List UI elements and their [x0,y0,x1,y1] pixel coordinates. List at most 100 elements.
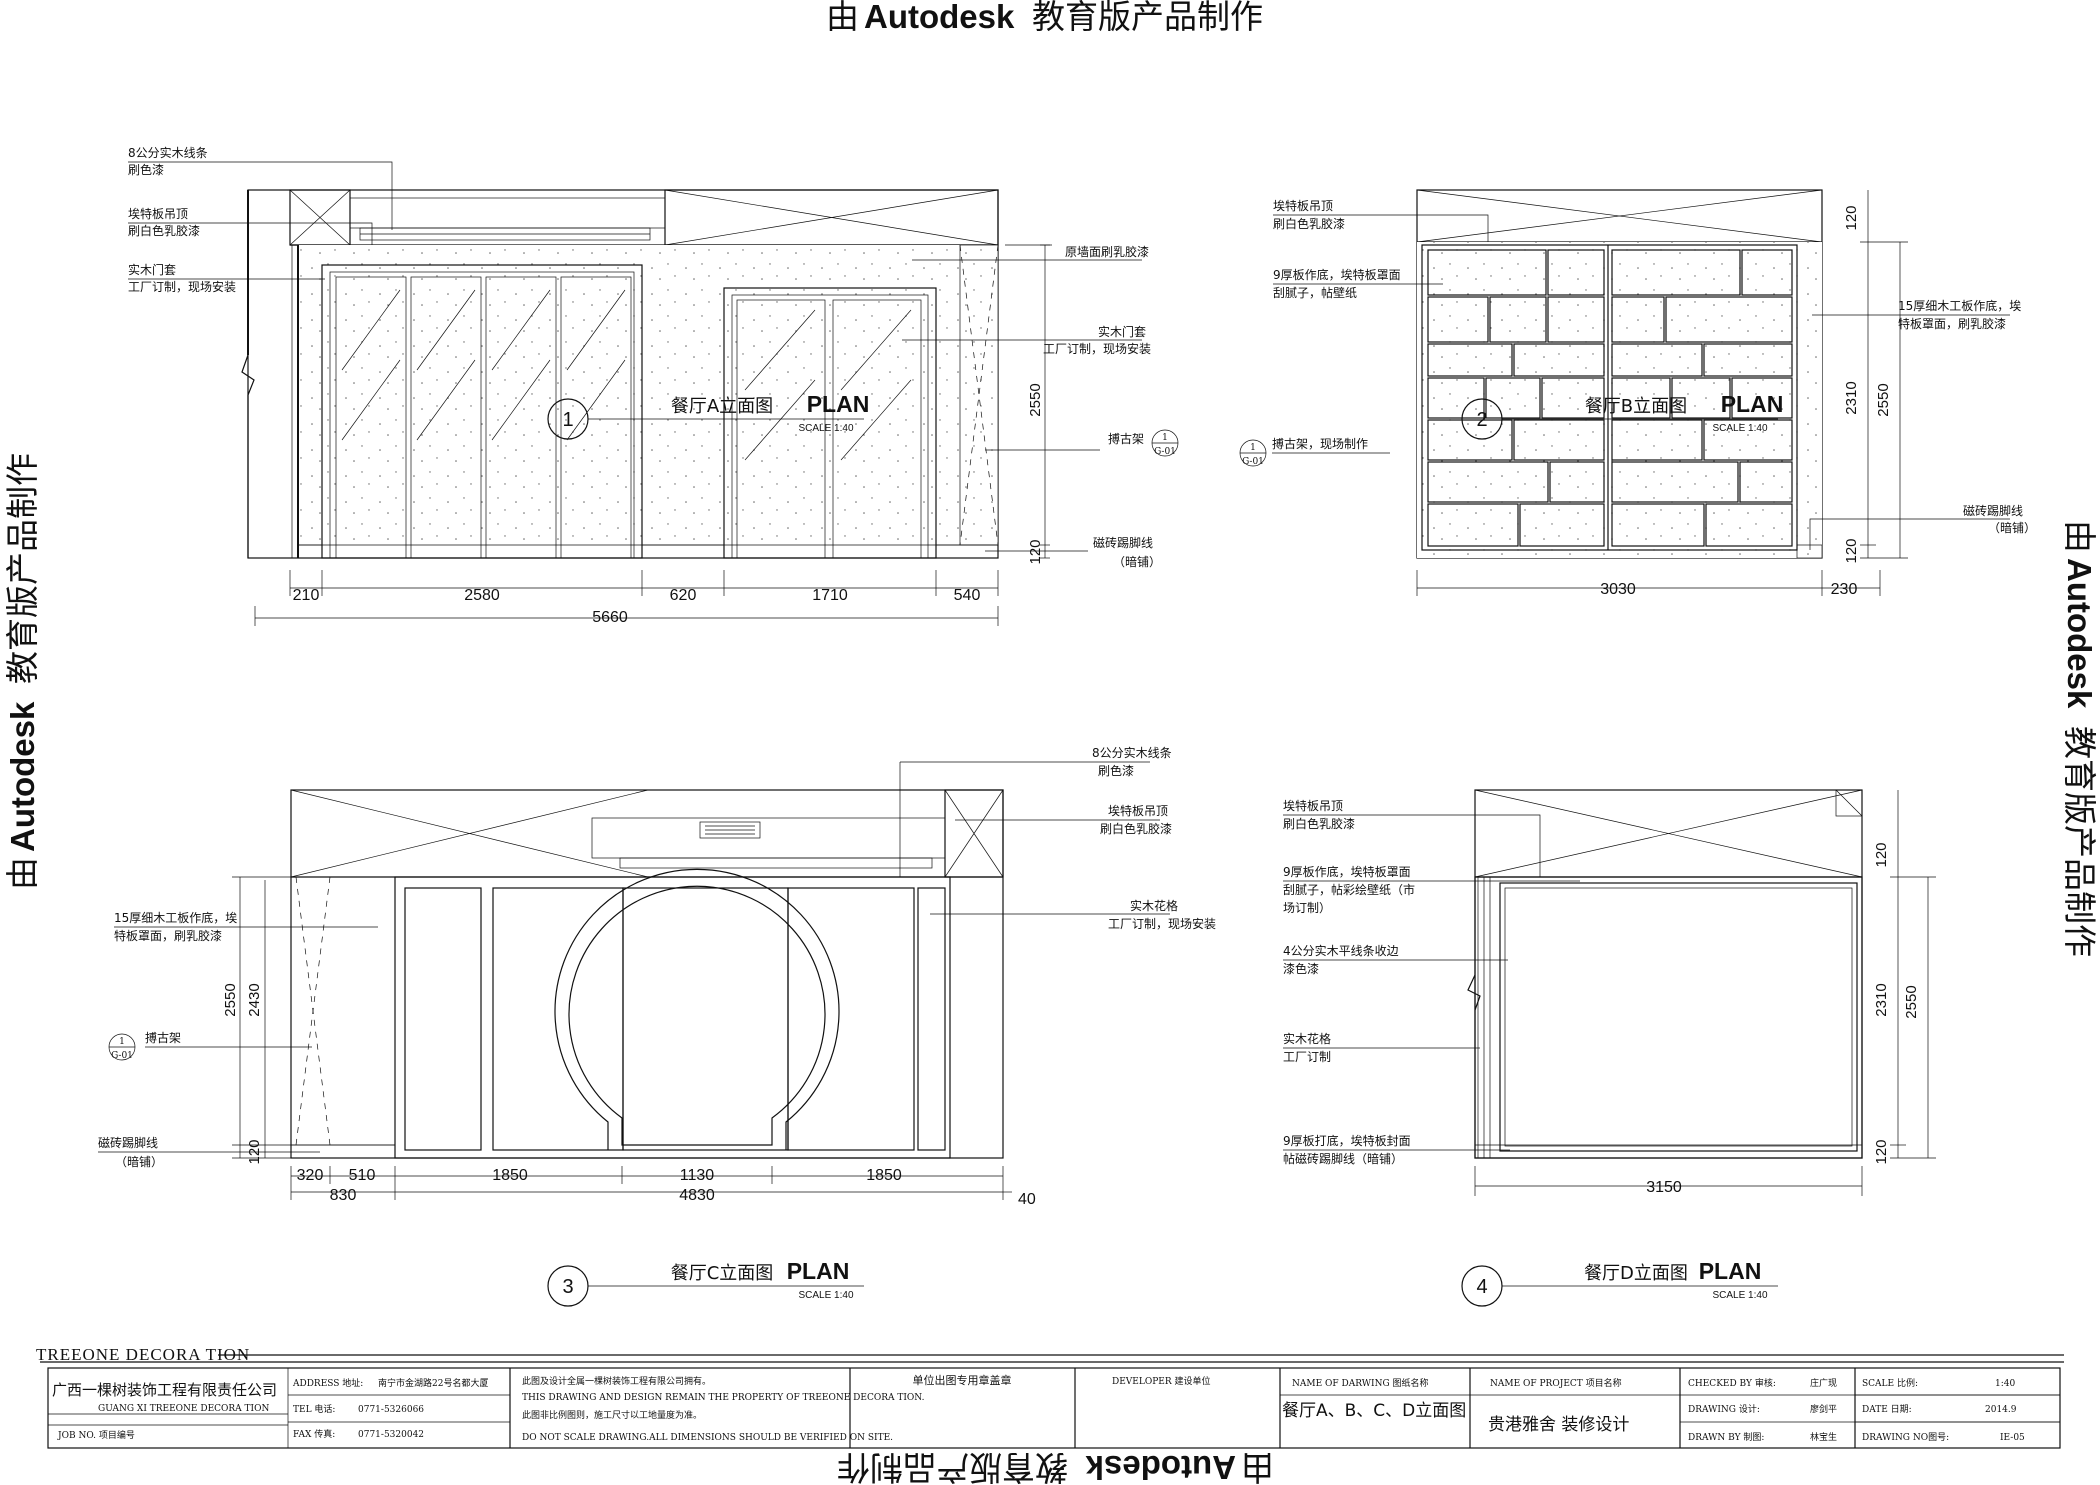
title_block-checked_label-text: CHECKED BY 审核: [1688,1377,1776,1389]
views-2-annotations-10-text: （暗铺） [115,1154,163,1169]
views-1-tag-top-text: 1 [1250,443,1256,453]
views-1-annotations-0-text: 埃特板吊顶 [1273,198,1333,213]
views-3-annotations-5-text: 4公分实木平线条收边 [1283,943,1399,958]
title_block-fax-text: 0771-5320042 [358,1430,424,1440]
views-2-dims_v-0-text: 2550 [222,983,239,1016]
views-0-dim_total-text: 5660 [592,609,628,626]
views-3-annotations-1-text: 刷白色乳胶漆 [1283,816,1355,831]
title_block-drawing-text: 廖剑平 [1810,1403,1837,1415]
views-0-annotations-8-text: 工厂订制，现场安装 [1043,341,1151,356]
title_block-project-text: 贵港雅舍 装修设计 [1488,1415,1629,1435]
views-2-annotations-3-text: 刷白色乳胶漆 [1100,821,1172,836]
views-0-annotations-9-text: 搏古架 [1108,431,1144,446]
views-3-plan-text: PLAN [1699,1258,1762,1284]
views-1-annotations-2-text: 9厚板作底，埃特板罩面 [1273,267,1401,282]
views-1-plan-text: PLAN [1721,391,1784,417]
watermark-brand-text: Autodesk [2061,558,2098,709]
views-2-dims_h-3-text: 1130 [680,1167,715,1184]
views-0-annotations-4-text: 实木门套 [128,262,176,277]
elevation-view-c: 320 510 1850 1130 1850 830 4830 40 2550 … [98,745,1216,1307]
watermark-brand-text: Autodesk [1085,1449,1236,1485]
views-2-dims_h-0-text: 320 [297,1167,324,1184]
views-3-annotations-4-text: 场订制） [1283,901,1331,915]
title_block-job_no-text: JOB NO. 项目编号 [57,1429,135,1441]
views-2-annotations-1-text: 刷色漆 [1098,764,1134,778]
views-2-tag-bottom-text: G-01 [111,1051,133,1061]
views-0-scale-text: SCALE 1:40 [798,423,853,434]
views-0-dims_h-0-text: 210 [293,587,320,604]
views-3-annotations-3-text: 刮腻子，帖彩绘壁纸（市 [1283,882,1415,897]
views-3-dims_v-2-text: 2550 [1903,985,1920,1018]
watermark-prefix-text: 由 [826,0,859,36]
detail-tag: 1 G-01 [1239,439,1267,467]
views-0-dims_h-4-text: 540 [954,587,981,604]
elevation-view-d: 3150 120 2310 2550 120 埃特板吊顶 刷白色乳胶漆 9厚板作… [1283,789,1936,1307]
views-0-annotations-7-text: 实木门套 [1098,324,1146,339]
views-2-annotations-9-text: 磁砖踢脚线 [98,1135,158,1150]
views-2-dims_v-1-text: 2430 [246,983,263,1016]
views-1-annotations-4-text: 搏古架，现场制作 [1272,436,1368,451]
views-0-number-text: 1 [562,409,573,431]
watermark-brand-text: Autodesk [864,0,1015,35]
views-1-title-text: 餐厅B立面图 [1585,396,1687,417]
views-2-annotations-2-text: 埃特板吊顶 [1108,803,1168,818]
views-1-dims_v-0-text: 120 [1843,205,1860,230]
watermark-suffix-text: 教育版产品制作 [837,1448,1068,1485]
watermark-left: 由 Autodesk 教育版产品制作 [3,453,42,890]
watermark-prefix-text: 由 [1241,1448,1274,1485]
title_block-drawn_label-text: DRAWN BY 制图: [1688,1431,1764,1443]
watermark-bottom: 由 Autodesk 教育版产品制作 [837,1448,1274,1485]
elevation-view-a: 2550 120 210 2580 620 1710 540 5660 8公分实… [128,145,1179,626]
views-0-tag-bottom-text: G-01 [1154,447,1176,457]
views-0-annotations-10-text: 磁砖踢脚线 [1093,535,1153,550]
watermark-suffix-text: 教育版产品制作 [2060,726,2099,957]
title_block-tel_label-text: TEL 电话: [293,1403,335,1415]
title_block-tel-text: 0771-5326066 [358,1405,424,1415]
views-3-dims_v-0-text: 120 [1873,842,1890,867]
views-2-dims_h-1-text: 510 [349,1167,376,1184]
views-2-annotations-8-text: 搏古架 [145,1030,181,1045]
watermark-right: 由 Autodesk 教育版产品制作 [2060,520,2099,957]
views-3-annotations-0-text: 埃特板吊顶 [1283,798,1343,813]
views-1-annotations-1-text: 刷白色乳胶漆 [1273,216,1345,231]
views-0-annotations-0-text: 8公分实木线条 [128,145,208,160]
views-1-dims_v-3-text: 120 [1843,538,1860,563]
views-2-dims_h-4-text: 1850 [866,1167,902,1184]
title_block-company_en-text: GUANG XI TREEONE DECORA TION [98,1404,269,1414]
views-0-dims_h-3-text: 1710 [812,587,848,604]
views-0-title-text: 餐厅A立面图 [671,396,773,417]
views-0-annotations-11-text: （暗铺） [1113,554,1161,569]
views-3-annotations-8-text: 工厂订制 [1283,1050,1331,1064]
views-0-annotations-2-text: 埃特板吊顶 [128,206,188,221]
detail-tag: 1 G-01 [108,1033,136,1061]
title_block-address-text: 南宁市金湖路22号名都大厦 [378,1377,488,1389]
views-0-tag-top-text: 1 [1162,433,1168,443]
title_block-scale_label-text: SCALE 比例: [1862,1377,1918,1389]
watermark-prefix-text: 由 [2060,520,2099,553]
title_block-date-text: 2014.9 [1985,1405,2017,1415]
views-1-dims_h-0-text: 3030 [1600,581,1636,598]
views-2-dims_h-2-text: 1850 [492,1167,528,1184]
views-0-annotations-3-text: 刷白色乳胶漆 [128,223,200,238]
title_block-drawing_no_label-text: DRAWING NO图号: [1862,1432,1949,1443]
views-0-annotations-6-text: 原墙面刷乳胶漆 [1065,244,1149,259]
views-2-dims_h2-2-text: 40 [1018,1191,1036,1208]
title-block: TREEONE DECORA TION 广西一棵树装饰工程有限责任公司 GUAN… [36,1345,2064,1449]
views-3-dims_h-0-text: 3150 [1646,1179,1682,1196]
views-2-dims_h2-0-text: 830 [330,1187,357,1204]
title_block-date_label-text: DATE 日期: [1862,1404,1912,1415]
views-3-annotations-9-text: 9厚板打底，埃特板封面 [1283,1133,1411,1148]
views-2-scale-text: SCALE 1:40 [798,1290,853,1301]
title_block-notice_1-text: 此图及设计全属一棵树装饰工程有限公司拥有。 [522,1375,711,1387]
views-0-annotations-5-text: 工厂订制，现场安装 [128,279,236,294]
views-2-plan-text: PLAN [787,1258,850,1284]
title_block-drawing_name_label-text: NAME OF DARWING 图纸名称 [1292,1377,1429,1389]
views-1-annotations-8-text: （暗铺） [1988,520,2036,535]
views-2-annotations-5-text: 特板罩面，刷乳胶漆 [114,928,222,943]
title_block-project_label-text: NAME OF PROJECT 项目名称 [1490,1377,1622,1389]
elevation-view-b: 3030 230 120 2310 2550 120 埃特板吊顶 刷白色乳胶漆 … [1239,189,2036,598]
views-0-annotations-1-text: 刷色漆 [128,163,164,177]
title_block-stamp_label-text: 单位出图专用章盖章 [913,1373,1012,1387]
views-1-dims_v-2-text: 2550 [1875,383,1892,416]
